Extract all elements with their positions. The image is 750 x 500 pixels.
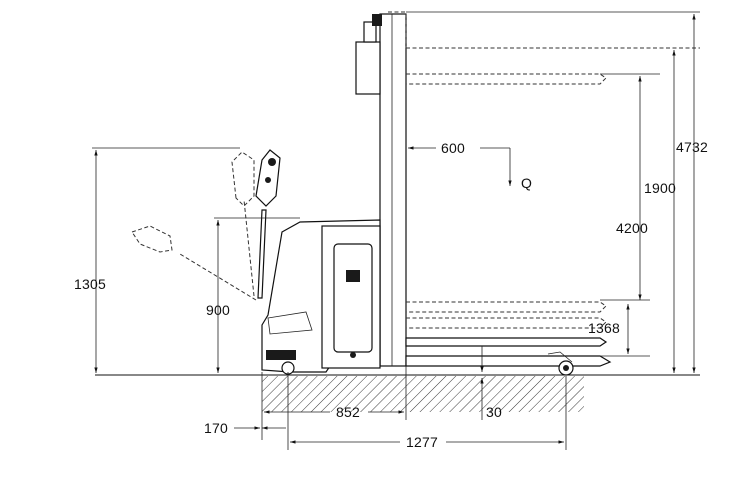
dimension-labels: 4732 1900 4200 1368 600 Q 1305 900 852 3… xyxy=(74,139,708,450)
dim-1900: 1900 xyxy=(644,180,676,196)
load-wheel xyxy=(547,351,574,376)
dimension-lines xyxy=(92,11,700,450)
dim-30: 30 xyxy=(486,404,502,420)
ground xyxy=(95,374,700,412)
battery-cover xyxy=(333,243,373,353)
load-label: Q xyxy=(521,175,532,191)
dim-4200: 4200 xyxy=(616,220,648,236)
dim-1368: 1368 xyxy=(588,320,620,336)
dim-1305: 1305 xyxy=(74,276,106,292)
tiller-alternate-positions xyxy=(131,151,257,301)
dim-170: 170 xyxy=(204,420,228,436)
dim-852: 852 xyxy=(336,404,360,420)
tiller-upright xyxy=(255,149,281,299)
forks-lowered xyxy=(405,337,612,367)
mast xyxy=(355,11,407,367)
hydraulic-block xyxy=(355,41,381,95)
dim-1277: 1277 xyxy=(406,434,438,450)
forks-raised xyxy=(406,47,700,329)
dim-4732: 4732 xyxy=(676,139,708,155)
dim-900: 900 xyxy=(206,302,230,318)
dim-600: 600 xyxy=(441,140,465,156)
truck-chassis xyxy=(261,219,381,375)
